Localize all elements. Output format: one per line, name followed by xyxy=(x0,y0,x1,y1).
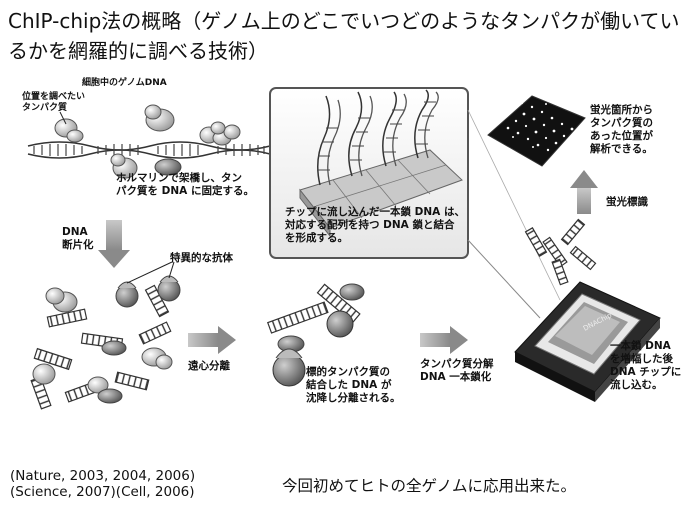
microarray-scan-image xyxy=(487,95,586,167)
dna-fragmentation-label: DNA 断片化 xyxy=(62,226,94,251)
genomic-dna-strand xyxy=(27,141,271,159)
citations: (Nature, 2003, 2004, 2006) (Science, 200… xyxy=(10,468,196,500)
centrifuge-label: 遠心分離 xyxy=(188,360,230,372)
fragment-proteins xyxy=(32,287,173,404)
fluorescence-analysis-caption: 蛍光箇所から タンパク質の あった位置が 解析できる。 xyxy=(590,104,653,155)
chip-inset-box xyxy=(269,87,469,259)
precipitation-caption: 標的タンパク質の 結合した DNA が 沈降し分離される。 xyxy=(306,366,401,404)
protein-blobs-top xyxy=(54,104,241,179)
page-title: ChIP-chip法の概略（ゲノム上のどこでいつどのようなタンパクが働いているか… xyxy=(8,9,680,63)
formalin-crosslink-caption: ホルマリンで架橋し、タン パク質を DNA に固定する。 xyxy=(116,172,254,197)
arrow-down-fragmentation xyxy=(98,220,130,268)
chip-hybridization-caption: チップに流し込んだ一本鎖 DNA は、 対応する配列を持つ DNA 鎖と結合 を… xyxy=(285,206,465,244)
dna-chip-device xyxy=(514,281,661,402)
arrow-right-digest xyxy=(420,326,468,354)
ssdna-chip-caption: 一本鎖 DNA を増幅した後 DNA チップに 流し込む。 xyxy=(610,340,682,391)
fluorescent-label-text: 蛍光標識 xyxy=(606,196,648,208)
footer-note: 今回初めてヒトの全ゲノムに応用出来た。 xyxy=(282,477,577,495)
antibody-label: 特異的な抗体 xyxy=(170,252,233,264)
antibodies xyxy=(115,275,181,308)
arrow-right-centrifuge xyxy=(188,326,236,354)
genome-dna-label: 細胞中のゲノムDNA xyxy=(82,78,167,88)
precipitated-complex xyxy=(266,283,365,387)
digest-label: タンパク質分解 DNA 一本鎖化 xyxy=(420,358,494,383)
target-protein-label: 位置を調べたい タンパク質 xyxy=(22,92,86,113)
ssdna-fragments xyxy=(524,218,597,286)
arrow-up-fluorescence xyxy=(570,170,598,214)
